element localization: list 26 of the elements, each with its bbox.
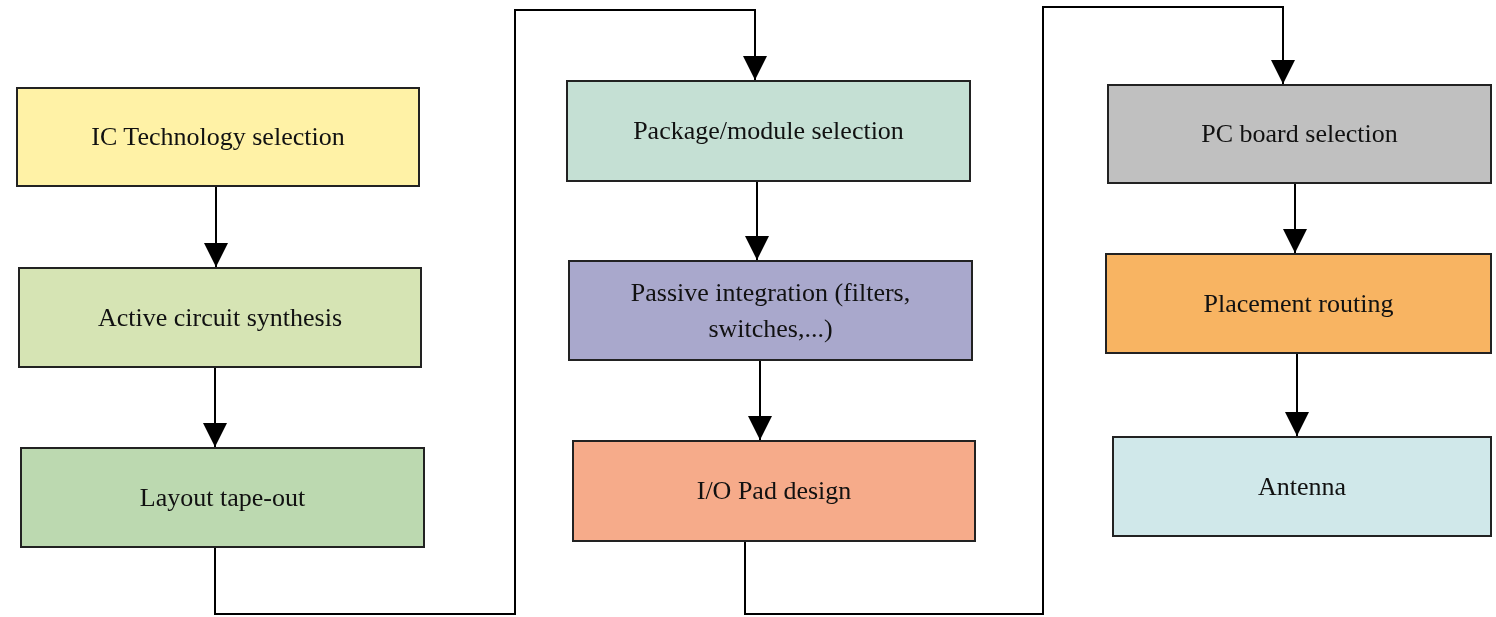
process-box [1105,253,1492,354]
arrow [203,367,227,448]
arrow [1283,183,1307,254]
box-label: IC Technology selection [90,121,346,154]
arrow [1285,353,1309,437]
box-label: Placement routing [1202,287,1395,320]
process-box [566,80,971,182]
process-box [18,267,422,368]
box-label: Layout tape-out [138,481,307,514]
process-box [568,260,973,361]
box-label: PC board selection [1200,118,1399,151]
process-box [16,87,420,187]
arrow [204,186,228,268]
box-label: Antenna [1256,470,1348,503]
arrow [748,360,772,441]
arrow [744,6,1295,615]
arrow [214,9,767,615]
box-label: Active circuit synthesis [96,301,344,334]
arrow [745,181,769,261]
process-box [1107,84,1492,184]
process-box [1112,436,1492,537]
box-label: I/O Pad design [695,475,853,508]
process-box [572,440,976,542]
process-box [20,447,425,548]
box-label: Package/module selection [632,115,905,148]
box-label: Passive integration (filters, switches,...) [629,277,912,345]
